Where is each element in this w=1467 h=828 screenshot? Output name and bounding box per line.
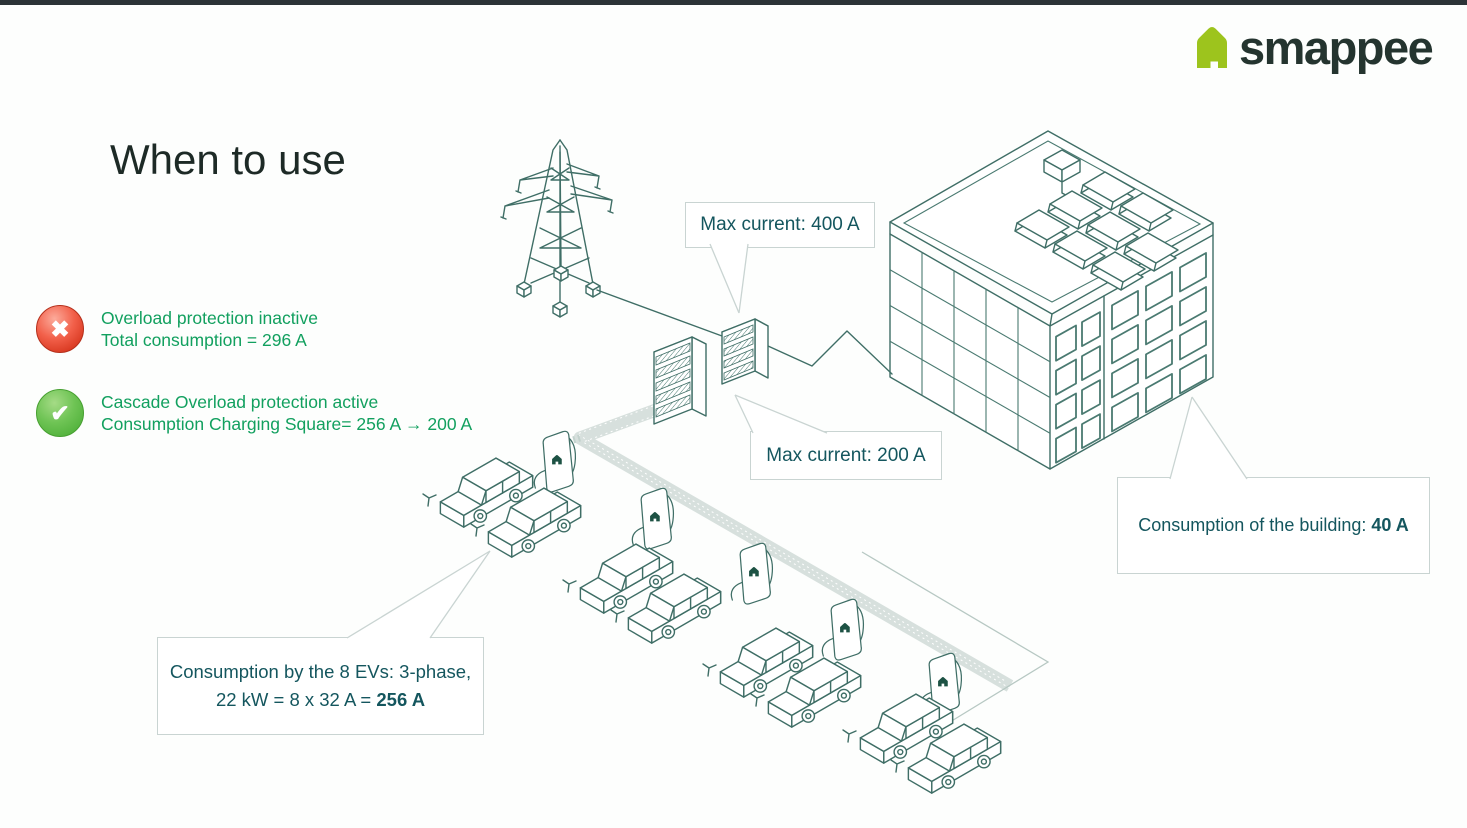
building-windows bbox=[1055, 252, 1207, 464]
status-line: Cascade Overload protection active bbox=[101, 392, 379, 412]
status-overload-inactive: ✖ Overload protection inactive Total con… bbox=[36, 305, 318, 353]
top-accent-bar bbox=[0, 0, 1467, 5]
charging-station bbox=[730, 542, 774, 605]
callout-text: Consumption by the 8 EVs: 3-phase, bbox=[169, 661, 472, 682]
status-text-active: Cascade Overload protection active Consu… bbox=[101, 391, 472, 435]
x-circle-icon: ✖ bbox=[36, 305, 84, 353]
status-line: Overload protection inactive bbox=[101, 308, 318, 328]
callout-ev-consumption: Consumption by the 8 EVs: 3-phase, 22 kW… bbox=[157, 637, 484, 735]
status-text-inactive: Overload protection inactive Total consu… bbox=[101, 307, 318, 351]
status-line: Consumption Charging Square= 256 A → 200… bbox=[101, 414, 473, 434]
charging-station bbox=[533, 430, 577, 493]
charging-station bbox=[821, 598, 865, 661]
brand-wordmark: smappee bbox=[1239, 20, 1434, 74]
panel-building-line bbox=[767, 330, 893, 375]
brand-logo: smappee bbox=[1194, 20, 1434, 74]
check-circle-icon: ✔ bbox=[36, 389, 84, 437]
building-window-grid bbox=[889, 252, 1051, 451]
status-cascade-active: ✔ Cascade Overload protection active Con… bbox=[36, 389, 472, 437]
panel-hatch-rows bbox=[723, 324, 754, 381]
parking-kerb-line bbox=[861, 551, 1050, 723]
status-line: Total consumption = 296 A bbox=[101, 330, 307, 350]
charging-square-panel-200A bbox=[653, 336, 707, 425]
callout-text: Max current: 200 A bbox=[766, 444, 926, 466]
grid-wire bbox=[596, 289, 723, 337]
smappee-house-icon bbox=[1197, 27, 1227, 68]
rooftop-inverter-box bbox=[1043, 149, 1081, 183]
callout-text: Max current: 400 A bbox=[700, 214, 860, 235]
callout-text: Consumption of the building: 40 A bbox=[1138, 515, 1409, 535]
grid-panel-400A bbox=[721, 318, 769, 385]
page-title: When to use bbox=[110, 136, 346, 183]
charging-station bbox=[631, 487, 675, 550]
panel-hatch-rows bbox=[655, 342, 691, 418]
callout-building-consumption: Consumption of the building: 40 A bbox=[1117, 477, 1430, 574]
office-building bbox=[889, 130, 1214, 470]
callout-max-current-400: Max current: 400 A bbox=[685, 202, 875, 248]
power-pylon-icon bbox=[500, 139, 614, 318]
callout-max-current-200: Max current: 200 A bbox=[750, 431, 942, 480]
callout-text: 22 kW = 8 x 32 A = 256 A bbox=[215, 689, 426, 710]
